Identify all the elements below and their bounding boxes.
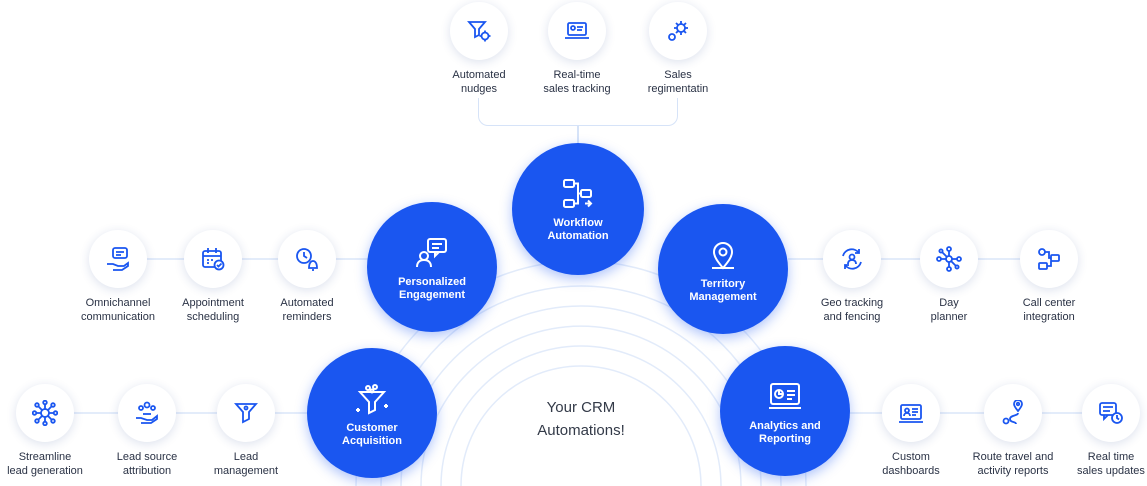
connector-left-mid <box>118 258 368 260</box>
hub-label: Analytics and Reporting <box>749 420 821 445</box>
connector-right-bottom <box>850 412 1115 414</box>
hub-label: Territory Management <box>689 278 757 303</box>
flow-nodes-icon <box>1038 248 1060 270</box>
laptop-icon <box>565 22 589 39</box>
hub-workflow-automation[interactable]: Workflow Automation <box>512 143 644 275</box>
hub-territory-management[interactable]: Territory Management <box>658 204 788 334</box>
feature-label: Real-time sales tracking <box>543 69 611 95</box>
top-bracket-stem <box>577 126 579 146</box>
monitor-chart-icon <box>769 383 801 409</box>
feature-omnichannel-communication[interactable]: Omnichannel communication <box>58 230 178 324</box>
feature-label: Automated nudges <box>452 69 506 95</box>
geo-refresh-icon <box>842 248 862 270</box>
feature-label: Day planner <box>930 297 968 323</box>
route-icon <box>1002 400 1023 425</box>
feature-real-time-sales-tracking[interactable]: Real-time sales tracking <box>517 2 637 96</box>
clock-bell-icon <box>296 248 318 271</box>
feature-label: Omnichannel communication <box>81 297 155 323</box>
feature-call-center-integration[interactable]: Call center integration <box>989 230 1109 324</box>
hand-chat-icon <box>107 247 129 271</box>
funnel-icon <box>356 384 388 415</box>
filter-gear-icon <box>467 21 491 42</box>
hub-analytics-and-reporting[interactable]: Analytics and Reporting <box>720 346 850 476</box>
hub-customer-acquisition[interactable]: Customer Acquisition <box>307 348 437 478</box>
feature-streamline-lead-generation[interactable]: Streamline lead generation <box>0 384 105 478</box>
feature-geo-tracking-and-fencing[interactable]: Geo tracking and fencing <box>792 230 912 324</box>
hand-people-icon <box>136 401 158 424</box>
feature-automated-reminders[interactable]: Automated reminders <box>247 230 367 324</box>
chat-person-icon <box>416 238 447 268</box>
center-title: Your CRM Automations! <box>537 399 625 439</box>
feature-label: Real time sales updates <box>1077 451 1145 477</box>
feature-label: Automated reminders <box>280 297 334 323</box>
feature-custom-dashboards[interactable]: Custom dashboards <box>851 384 971 478</box>
dashboard-card-icon <box>899 404 923 423</box>
hub-nodes-icon <box>32 400 58 426</box>
workflow-icon <box>563 179 593 208</box>
feature-label: Streamline lead generation <box>7 451 83 477</box>
feature-lead-source-attribution[interactable]: Lead source attribution <box>87 384 207 478</box>
feature-label: Lead source attribution <box>116 451 178 477</box>
connector-left-bottom <box>45 412 310 414</box>
calendar-check-icon <box>202 248 225 271</box>
hub-label: Workflow Automation <box>547 217 609 242</box>
feature-day-planner[interactable]: Day planner <box>889 230 1009 324</box>
feature-label: Call center integration <box>1022 297 1076 323</box>
feature-label: Route travel and activity reports <box>972 451 1054 477</box>
feature-appointment-scheduling[interactable]: Appointment scheduling <box>153 230 273 324</box>
location-pin-icon <box>712 242 734 270</box>
gears-icon <box>668 21 688 41</box>
feature-route-travel-and-activity-reports[interactable]: Route travel and activity reports <box>953 384 1073 478</box>
hub-label: Personalized Engagement <box>398 276 466 301</box>
connector-right-mid <box>788 258 1048 260</box>
feature-label: Custom dashboards <box>882 451 940 477</box>
chat-update-icon <box>1099 402 1123 424</box>
hub-label: Customer Acquisition <box>342 422 402 447</box>
feature-lead-management[interactable]: Lead management <box>186 384 306 478</box>
feature-label: Sales regimentatin <box>647 69 709 95</box>
filter-person-icon <box>234 403 258 424</box>
top-bracket <box>478 98 678 126</box>
feature-label: Lead management <box>213 451 279 477</box>
feature-automated-nudges[interactable]: Automated nudges <box>419 2 539 96</box>
feature-label: Geo tracking and fencing <box>820 297 884 323</box>
hub-personalized-engagement[interactable]: Personalized Engagement <box>367 202 497 332</box>
network-icon <box>936 246 962 272</box>
feature-real-time-sales-updates[interactable]: Real time sales updates <box>1051 384 1147 478</box>
feature-sales-regimentatin[interactable]: Sales regimentatin <box>618 2 738 96</box>
feature-label: Appointment scheduling <box>182 297 244 323</box>
